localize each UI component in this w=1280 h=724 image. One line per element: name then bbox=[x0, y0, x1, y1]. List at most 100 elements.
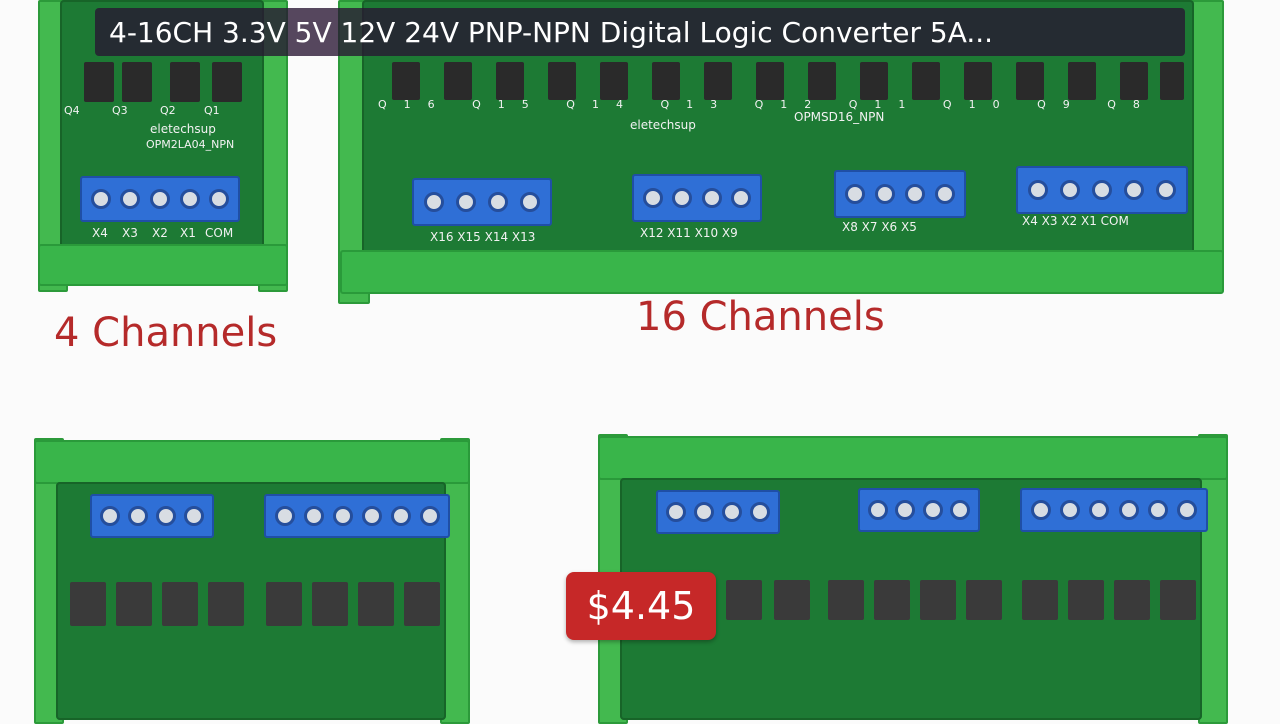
screw bbox=[120, 189, 141, 209]
terminal-block bbox=[90, 494, 214, 538]
screw bbox=[520, 192, 540, 212]
terminal-label: X1 bbox=[180, 226, 196, 240]
screw bbox=[184, 506, 204, 526]
screw bbox=[1177, 500, 1198, 520]
din-rail-foot bbox=[340, 250, 1224, 294]
mosfet-chip bbox=[600, 62, 628, 100]
screw bbox=[128, 506, 148, 526]
mosfet-chip bbox=[860, 62, 888, 100]
screw bbox=[731, 188, 752, 208]
screw bbox=[156, 506, 176, 526]
mosfet-chip bbox=[808, 62, 836, 100]
mosfet-chip bbox=[404, 582, 440, 626]
terminal-label: X16 X15 X14 X13 bbox=[430, 230, 536, 244]
mosfet-chip bbox=[874, 580, 910, 620]
screw bbox=[642, 188, 663, 208]
mosfet-chip bbox=[84, 62, 114, 102]
screw bbox=[90, 189, 111, 209]
screw bbox=[867, 500, 888, 520]
mosfet-chip bbox=[1068, 62, 1096, 100]
screw bbox=[722, 502, 742, 522]
terminal-block bbox=[858, 488, 980, 532]
mosfet-chip bbox=[496, 62, 524, 100]
channel-label: Q3 bbox=[112, 104, 128, 117]
screw bbox=[895, 500, 916, 520]
mosfet-chip bbox=[170, 62, 200, 102]
mosfet-chip bbox=[392, 62, 420, 100]
screw bbox=[361, 506, 382, 526]
screw bbox=[922, 500, 943, 520]
screw bbox=[1156, 180, 1176, 200]
terminal-block bbox=[632, 174, 762, 222]
screw bbox=[905, 184, 925, 204]
screw bbox=[1092, 180, 1112, 200]
mosfet-chip bbox=[1160, 62, 1184, 100]
terminal-block bbox=[834, 170, 966, 218]
screw bbox=[149, 189, 170, 209]
screw bbox=[1028, 180, 1048, 200]
mosfet-chip bbox=[1022, 580, 1058, 620]
mosfet-chip bbox=[1016, 62, 1044, 100]
terminal-label: X2 bbox=[152, 226, 168, 240]
mosfet-chip bbox=[652, 62, 680, 100]
model-label: OPMSD16_NPN bbox=[794, 110, 885, 124]
din-rail-head bbox=[34, 440, 470, 484]
terminal-block bbox=[1016, 166, 1188, 214]
screw bbox=[456, 192, 476, 212]
screw bbox=[1089, 500, 1110, 520]
screw bbox=[672, 188, 693, 208]
terminal-block bbox=[656, 490, 780, 534]
mosfet-chip bbox=[70, 582, 106, 626]
terminal-block bbox=[264, 494, 450, 538]
terminal-label: X12 X11 X10 X9 bbox=[640, 226, 738, 240]
terminal-label: X4 X3 X2 X1 COM bbox=[1022, 214, 1129, 228]
screw bbox=[1124, 180, 1144, 200]
mosfet-chip bbox=[1120, 62, 1148, 100]
din-rail-head bbox=[598, 436, 1228, 480]
mosfet-chip bbox=[964, 62, 992, 100]
mosfet-chip bbox=[920, 580, 956, 620]
screw bbox=[419, 506, 440, 526]
din-rail-foot bbox=[38, 244, 288, 286]
screw bbox=[950, 500, 971, 520]
mosfet-chip bbox=[548, 62, 576, 100]
screw bbox=[332, 506, 353, 526]
mosfet-chip bbox=[162, 582, 198, 626]
price-badge[interactable]: $4.45 bbox=[566, 572, 716, 640]
model-label: OPM2LA04_NPN bbox=[146, 138, 235, 151]
mosfet-chip bbox=[912, 62, 940, 100]
channel-label: Q4 bbox=[64, 104, 80, 117]
screw bbox=[845, 184, 865, 204]
caption-4-channels: 4 Channels bbox=[54, 310, 278, 356]
mosfet-chip bbox=[966, 580, 1002, 620]
screw bbox=[390, 506, 411, 526]
mosfet-chip bbox=[266, 582, 302, 626]
screw bbox=[209, 189, 230, 209]
channel-labels: Q16 Q15 Q14 Q13 Q12 Q11 Q10 Q9 Q8 Q7 Q6 … bbox=[378, 98, 1178, 111]
mosfet-chip bbox=[212, 62, 242, 102]
screw bbox=[303, 506, 324, 526]
mosfet-chip bbox=[122, 62, 152, 102]
screw bbox=[750, 502, 770, 522]
mosfet-chip bbox=[774, 580, 810, 620]
screw bbox=[1059, 500, 1080, 520]
mosfet-chip bbox=[726, 580, 762, 620]
channel-label: Q2 bbox=[160, 104, 176, 117]
screw bbox=[701, 188, 722, 208]
mosfet-chip bbox=[1160, 580, 1196, 620]
screw bbox=[488, 192, 508, 212]
terminal-label: X3 bbox=[122, 226, 138, 240]
screw bbox=[274, 506, 295, 526]
caption-16-channels: 16 Channels bbox=[636, 294, 885, 340]
mosfet-chip bbox=[312, 582, 348, 626]
terminal-label: COM bbox=[205, 226, 234, 240]
title-overlay: 4-16CH 3.3V 5V 12V 24V PNP-NPN Digital L… bbox=[95, 8, 1185, 56]
screw bbox=[935, 184, 955, 204]
channel-label: Q1 bbox=[204, 104, 220, 117]
screw bbox=[1147, 500, 1168, 520]
screw bbox=[875, 184, 895, 204]
mosfet-chip bbox=[704, 62, 732, 100]
screw bbox=[1030, 500, 1051, 520]
mosfet-chip bbox=[756, 62, 784, 100]
mosfet-chip bbox=[358, 582, 394, 626]
